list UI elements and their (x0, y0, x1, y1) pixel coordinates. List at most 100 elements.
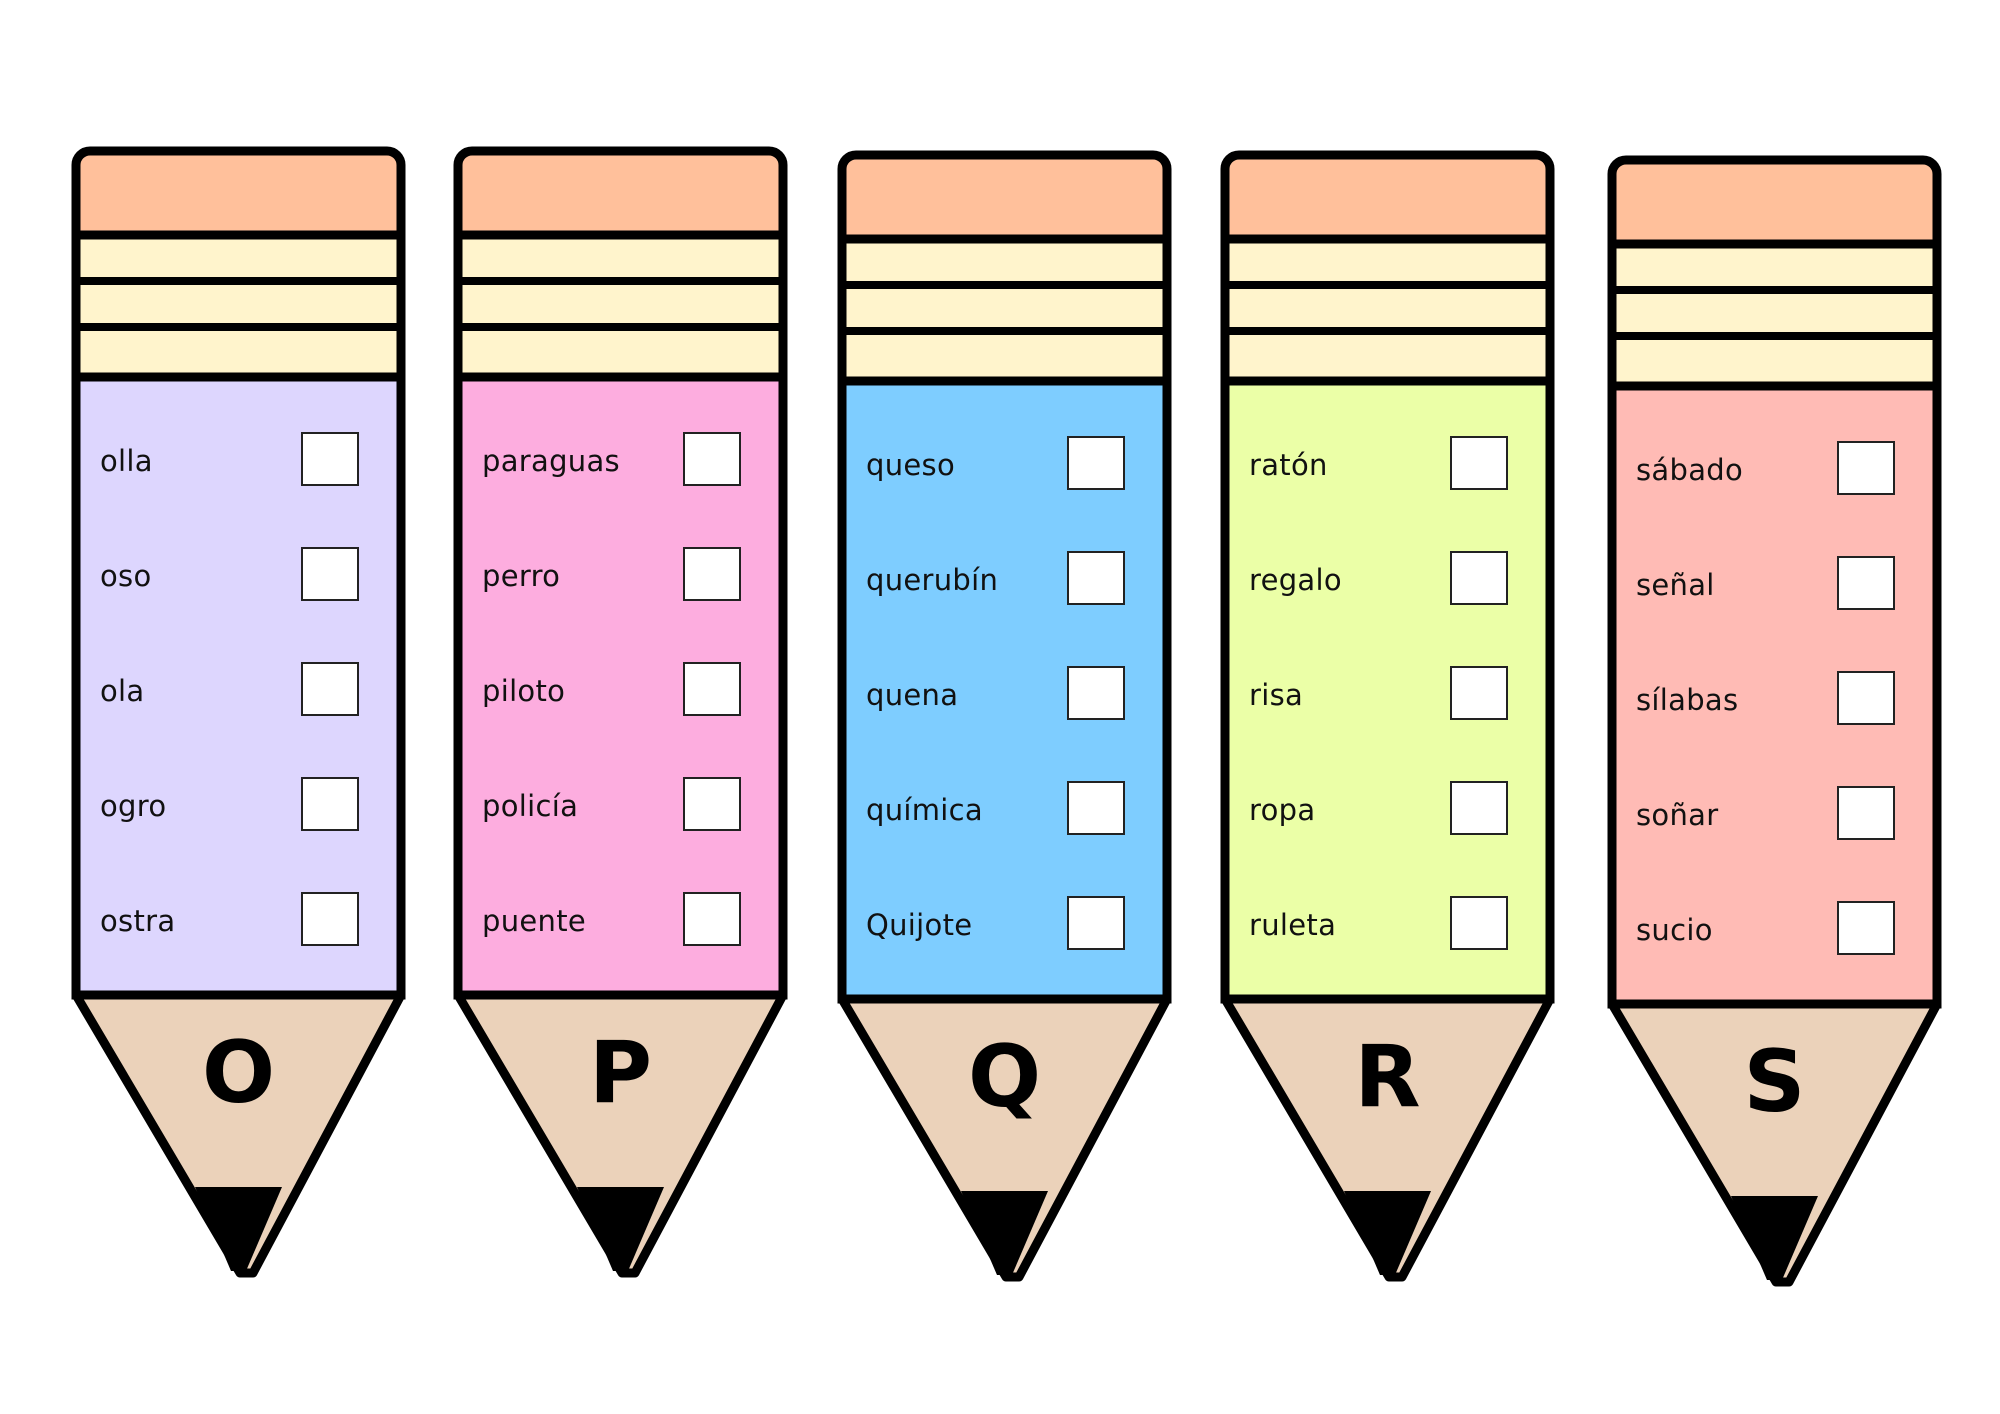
word-checkbox[interactable] (1067, 896, 1125, 950)
word-label: policía (482, 789, 579, 823)
word-label: perro (482, 559, 561, 593)
list-item: quena (836, 666, 1173, 726)
word-label: oso (100, 559, 152, 593)
ferrule (1220, 234, 1555, 389)
word-checkbox[interactable] (1450, 666, 1508, 720)
word-label: querubín (866, 563, 999, 597)
word-label: ratón (1249, 448, 1328, 482)
list-item: ruleta (1219, 896, 1556, 956)
list-item: ostra (70, 892, 407, 952)
word-checkbox[interactable] (1837, 786, 1895, 840)
word-list: sábado señal sílabas soñar sucio (1606, 154, 1943, 1294)
ferrule (837, 234, 1172, 389)
word-checkbox[interactable] (301, 432, 359, 486)
list-item: ropa (1219, 781, 1556, 841)
list-item: policía (452, 777, 789, 837)
word-checkbox[interactable] (1837, 901, 1895, 955)
list-item: ratón (1219, 436, 1556, 496)
list-item: Quijote (836, 896, 1173, 956)
word-checkbox[interactable] (1450, 551, 1508, 605)
word-label: sílabas (1636, 683, 1739, 717)
list-item: puente (452, 892, 789, 952)
word-checkbox[interactable] (683, 892, 741, 946)
pencil-letter: R (1354, 1027, 1421, 1127)
word-label: sucio (1636, 913, 1713, 947)
word-checkbox[interactable] (683, 547, 741, 601)
pencil-letter: O (201, 1023, 276, 1123)
pencil-lead (1344, 1191, 1431, 1275)
list-item: sábado (1606, 441, 1943, 501)
list-item: regalo (1219, 551, 1556, 611)
word-list: paraguas perro piloto policía puente (452, 145, 789, 1285)
pencil-letter: Q (967, 1027, 1042, 1127)
pencil-letter: P (588, 1023, 653, 1123)
word-label: Quijote (866, 908, 973, 942)
list-item: ola (70, 662, 407, 722)
word-list: queso querubín quena química Quijote (836, 149, 1173, 1289)
pencil-lead (577, 1187, 664, 1271)
word-checkbox[interactable] (301, 547, 359, 601)
list-item: soñar (1606, 786, 1943, 846)
list-item: sílabas (1606, 671, 1943, 731)
list-item: querubín (836, 551, 1173, 611)
pencil-o-graphic (71, 146, 406, 1278)
pencil-letter: S (1743, 1032, 1806, 1132)
list-item: piloto (452, 662, 789, 722)
word-label: paraguas (482, 444, 620, 478)
word-checkbox[interactable] (683, 432, 741, 486)
list-item: queso (836, 436, 1173, 496)
pencil-lead (1731, 1196, 1818, 1280)
list-item: perro (452, 547, 789, 607)
pencil-r: ratón regalo risa ropa ruleta R (1219, 149, 1556, 1289)
word-label: ogro (100, 789, 167, 823)
word-checkbox[interactable] (1450, 896, 1508, 950)
word-label: risa (1249, 678, 1304, 712)
word-checkbox[interactable] (1067, 781, 1125, 835)
word-checkbox[interactable] (1067, 551, 1125, 605)
word-checkbox[interactable] (1067, 436, 1125, 490)
list-item: ogro (70, 777, 407, 837)
word-label: ostra (100, 904, 176, 938)
word-label: química (866, 793, 983, 827)
word-label: queso (866, 448, 955, 482)
word-label: sábado (1636, 453, 1744, 487)
word-checkbox[interactable] (1837, 671, 1895, 725)
pencil-o: olla oso ola ogro ostra O (70, 145, 407, 1285)
word-checkbox[interactable] (1837, 556, 1895, 610)
word-label: ruleta (1249, 908, 1337, 942)
pencil-s: sábado señal sílabas soñar sucio S (1606, 154, 1943, 1294)
list-item: química (836, 781, 1173, 841)
word-checkbox[interactable] (1067, 666, 1125, 720)
word-label: puente (482, 904, 587, 938)
word-label: señal (1636, 568, 1715, 602)
word-checkbox[interactable] (301, 892, 359, 946)
word-label: soñar (1636, 798, 1719, 832)
pencil-lead (961, 1191, 1048, 1275)
list-item: oso (70, 547, 407, 607)
ferrule (453, 230, 788, 385)
word-label: regalo (1249, 563, 1342, 597)
word-checkbox[interactable] (1450, 781, 1508, 835)
list-item: sucio (1606, 901, 1943, 961)
word-list: olla oso ola ogro ostra (70, 145, 407, 1285)
word-label: ola (100, 674, 145, 708)
word-label: ropa (1249, 793, 1316, 827)
word-label: quena (866, 678, 959, 712)
word-checkbox[interactable] (1450, 436, 1508, 490)
word-checkbox[interactable] (1837, 441, 1895, 495)
word-label: olla (100, 444, 153, 478)
pencil-p: paraguas perro piloto policía puente P (452, 145, 789, 1285)
pencil-q: queso querubín quena química Quijote Q (836, 149, 1173, 1289)
ferrule (71, 230, 406, 385)
word-checkbox[interactable] (301, 662, 359, 716)
word-checkbox[interactable] (683, 777, 741, 831)
word-checkbox[interactable] (301, 777, 359, 831)
word-list: ratón regalo risa ropa ruleta (1219, 149, 1556, 1289)
pencil-lead (195, 1187, 282, 1271)
list-item: risa (1219, 666, 1556, 726)
list-item: señal (1606, 556, 1943, 616)
word-checkbox[interactable] (683, 662, 741, 716)
list-item: olla (70, 432, 407, 492)
word-label: piloto (482, 674, 566, 708)
list-item: paraguas (452, 432, 789, 492)
